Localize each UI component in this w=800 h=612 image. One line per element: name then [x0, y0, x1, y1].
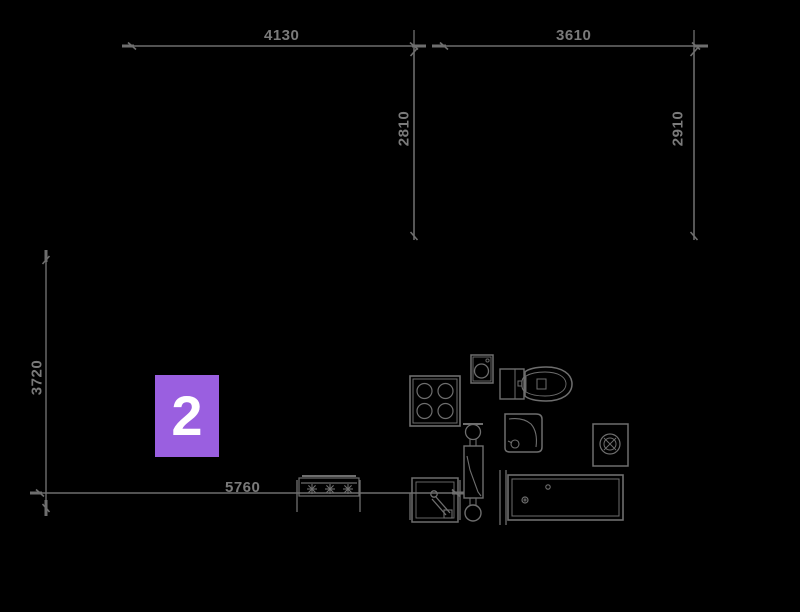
- tap-mark-icon: [545, 484, 551, 490]
- washbasin-icon: [504, 413, 543, 453]
- dimension-left-height: [41, 250, 51, 516]
- cooktop-icon: [409, 375, 461, 427]
- dimension-label-top-left: 4130: [264, 27, 300, 44]
- radiator-icon: [298, 475, 360, 497]
- shower-tray-icon: [411, 477, 459, 523]
- washing-machine-icon: [470, 354, 494, 384]
- room-number-tag[interactable]: 2: [155, 375, 219, 457]
- room-number-label: 2: [171, 384, 203, 447]
- dimension-mid-right: [689, 47, 699, 241]
- bathtub-icon: [507, 474, 624, 521]
- dimension-label-left-height: 3720: [28, 359, 46, 396]
- dimension-mid-left: [409, 47, 419, 241]
- wall-lines: [296, 470, 507, 525]
- column-fixture-icon: [463, 423, 484, 522]
- dimension-witness-lines: [413, 30, 695, 240]
- boiler-icon: [592, 423, 629, 467]
- dimension-top-right: [432, 41, 708, 51]
- dimension-label-top-right: 3610: [556, 27, 592, 44]
- dimension-label-bottom-run: 5760: [225, 479, 261, 496]
- dimension-label-mid-left: 2810: [395, 110, 413, 147]
- dimension-label-mid-right: 2910: [669, 110, 687, 147]
- toilet-icon: [499, 366, 573, 402]
